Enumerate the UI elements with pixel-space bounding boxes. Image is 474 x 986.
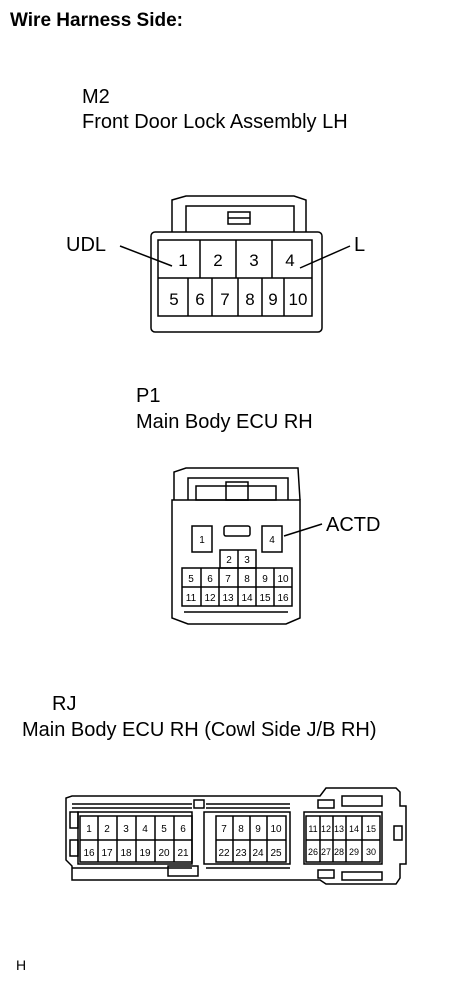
p1-pin: 11	[186, 593, 197, 604]
connector-p1	[171, 467, 323, 625]
m2-pin: 8	[245, 290, 254, 309]
diagram-header: Wire Harness Side:	[10, 10, 184, 31]
rj-pin: 13	[334, 824, 344, 834]
rj-pin: 14	[349, 824, 359, 834]
rj-pin: 5	[161, 824, 167, 835]
rj-pin: 24	[252, 848, 264, 859]
m2-pin: 3	[249, 251, 258, 270]
rj-pin: 19	[139, 848, 151, 859]
footer-mark: H	[16, 957, 27, 973]
m2-pin: 9	[268, 290, 277, 309]
p1-pin: 13	[222, 593, 234, 604]
m2-pin: 10	[289, 290, 308, 309]
p1-pin: 2	[226, 555, 232, 566]
rj-pin: 16	[83, 848, 95, 859]
m2-pin: 4	[285, 251, 294, 270]
m2-pin: 2	[213, 251, 222, 270]
p1-callout-actd: ACTD	[326, 514, 380, 536]
rj-pin: 30	[366, 847, 376, 857]
p1-pin: 16	[277, 593, 289, 604]
rj-pin: 25	[270, 848, 282, 859]
m2-pin: 5	[169, 290, 178, 309]
p1-pin: 8	[244, 574, 250, 585]
rj-pin: 27	[321, 847, 331, 857]
m2-pin: 7	[220, 290, 229, 309]
rj-pin: 23	[235, 848, 247, 859]
m2-pin: 1	[178, 251, 187, 270]
rj-pin: 3	[123, 824, 129, 835]
p1-pin: 15	[259, 593, 271, 604]
rj-pin: 7	[221, 824, 227, 835]
m2-callout-udl: UDL	[66, 234, 106, 256]
p1-pin: 9	[262, 574, 268, 585]
rj-pin: 15	[366, 824, 376, 834]
p1-pin: 1	[199, 535, 205, 546]
rj-pin: 4	[142, 824, 148, 835]
rj-pin: 26	[308, 847, 318, 857]
p1-pin: 10	[277, 574, 289, 585]
connector-rj-code: RJ	[52, 693, 77, 715]
p1-pin: 4	[269, 535, 275, 546]
rj-pin: 6	[180, 824, 186, 835]
p1-pin: 5	[188, 574, 194, 585]
rj-pin: 12	[321, 824, 331, 834]
rj-pin: 21	[177, 848, 189, 859]
rj-pin: 18	[120, 848, 132, 859]
connector-m2-code: M2	[82, 86, 110, 108]
rj-pin: 22	[218, 848, 230, 859]
p1-pin: 14	[241, 593, 253, 604]
rj-pin: 28	[334, 847, 344, 857]
rj-pin: 9	[255, 824, 261, 835]
p1-pin: 3	[244, 555, 250, 566]
p1-pin: 6	[207, 574, 213, 585]
rj-pin: 11	[308, 824, 317, 834]
m2-pin: 6	[195, 290, 204, 309]
m2-callout-l: L	[354, 234, 365, 256]
rj-pin: 1	[86, 824, 92, 835]
p1-pin: 12	[204, 593, 216, 604]
rj-pin: 20	[158, 848, 170, 859]
connector-p1-name: Main Body ECU RH	[136, 411, 313, 433]
rj-pin: 29	[349, 847, 359, 857]
connector-m2-name: Front Door Lock Assembly LH	[82, 111, 348, 133]
rj-pin: 10	[270, 824, 282, 835]
connector-rj-name: Main Body ECU RH (Cowl Side J/B RH)	[22, 719, 377, 741]
connector-m2	[119, 195, 351, 333]
p1-pin: 7	[225, 574, 231, 585]
rj-pin: 2	[104, 824, 110, 835]
connector-p1-code: P1	[136, 385, 161, 407]
connector-rj	[65, 787, 407, 885]
rj-pin: 8	[238, 824, 244, 835]
rj-pin: 17	[101, 848, 113, 859]
